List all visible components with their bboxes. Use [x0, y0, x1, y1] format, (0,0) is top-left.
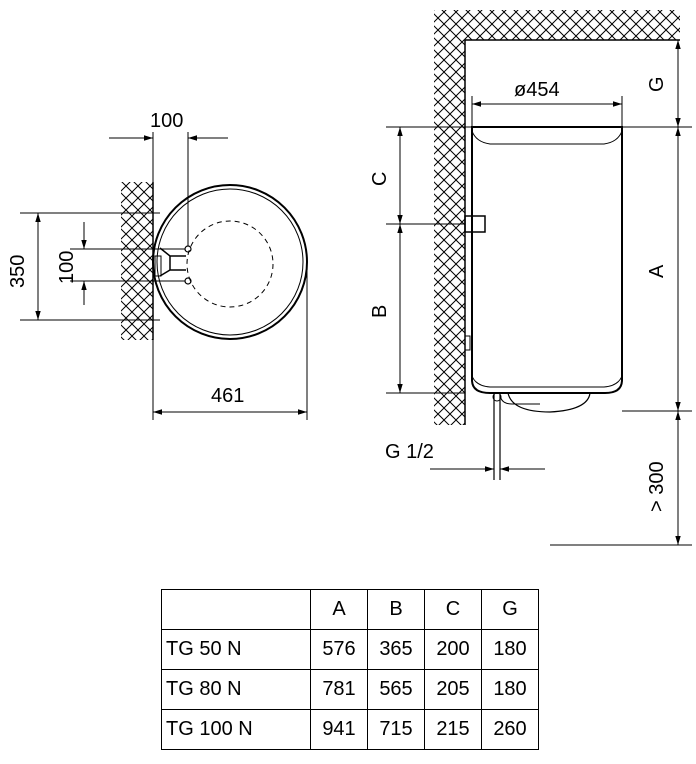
lower-wall-bracket	[464, 335, 471, 351]
tank-top-cap	[471, 130, 623, 145]
dim-label-diameter: ø454	[514, 79, 560, 101]
table-header-cell: C	[424, 589, 482, 630]
value-cell-c: 215	[424, 709, 482, 750]
side-view: ø454 C B G A > 300 G 1/2	[369, 10, 692, 546]
value-cell-c: 200	[424, 629, 482, 670]
table-header-cell	[161, 589, 311, 630]
tank-outline-circle	[152, 184, 308, 340]
value-cell-a: 781	[310, 669, 368, 710]
value-cell-g: 260	[481, 709, 539, 750]
table-header-row: A B C G	[161, 589, 539, 630]
tank-body	[471, 126, 623, 394]
value-cell-g: 180	[481, 669, 539, 710]
dim-label-offset: 100	[150, 110, 183, 132]
bottom-flange	[507, 392, 591, 413]
table-header-cell: G	[481, 589, 539, 630]
bottom-flange-inner	[499, 392, 540, 405]
table-row: TG 80 N 781 565 205 180	[161, 669, 539, 710]
tank-inner-circle	[156, 188, 304, 336]
dim-label-bracket-spacing: 100	[56, 251, 78, 284]
tank-bottom-cap	[471, 375, 623, 388]
hatch-mask	[466, 41, 680, 51]
dim-label-b: B	[369, 305, 391, 318]
value-cell-g: 180	[481, 629, 539, 670]
upper-wall-bracket	[464, 215, 486, 233]
bracket-hole-upper	[184, 245, 192, 253]
value-cell-b: 715	[367, 709, 425, 750]
table-header-cell: A	[310, 589, 368, 630]
model-cell: TG 100 N	[161, 709, 311, 750]
flange-dashed-circle	[186, 220, 274, 308]
dim-label-c: C	[369, 172, 391, 186]
pipe-connector	[492, 392, 502, 402]
model-cell: TG 80 N	[161, 669, 311, 710]
bracket-plate	[154, 255, 162, 277]
dim-label-pipe: G 1/2	[385, 441, 434, 463]
model-cell: TG 50 N	[161, 629, 311, 670]
wall-ceiling-hatch	[434, 10, 680, 425]
wall-bracket	[159, 247, 186, 277]
top-view: 100 350 100 461	[7, 110, 308, 420]
dim-label-g: G	[646, 76, 668, 92]
table-row: TG 100 N 941 715 215 260	[161, 709, 539, 750]
dim-label-bracket-height: 350	[7, 255, 29, 288]
value-cell-c: 205	[424, 669, 482, 710]
dim-label-clearance: > 300	[646, 461, 668, 512]
dim-label-a: A	[646, 264, 668, 278]
value-cell-b: 565	[367, 669, 425, 710]
dim-label-width: 461	[211, 385, 244, 407]
dimension-table: A B C G TG 50 N 576 365 200 180 TG 80 N …	[161, 589, 539, 750]
value-cell-a: 941	[310, 709, 368, 750]
value-cell-a: 576	[310, 629, 368, 670]
table-header-cell: B	[367, 589, 425, 630]
wall-hatch-top-view	[121, 182, 153, 340]
value-cell-b: 365	[367, 629, 425, 670]
table-row: TG 50 N 576 365 200 180	[161, 629, 539, 670]
